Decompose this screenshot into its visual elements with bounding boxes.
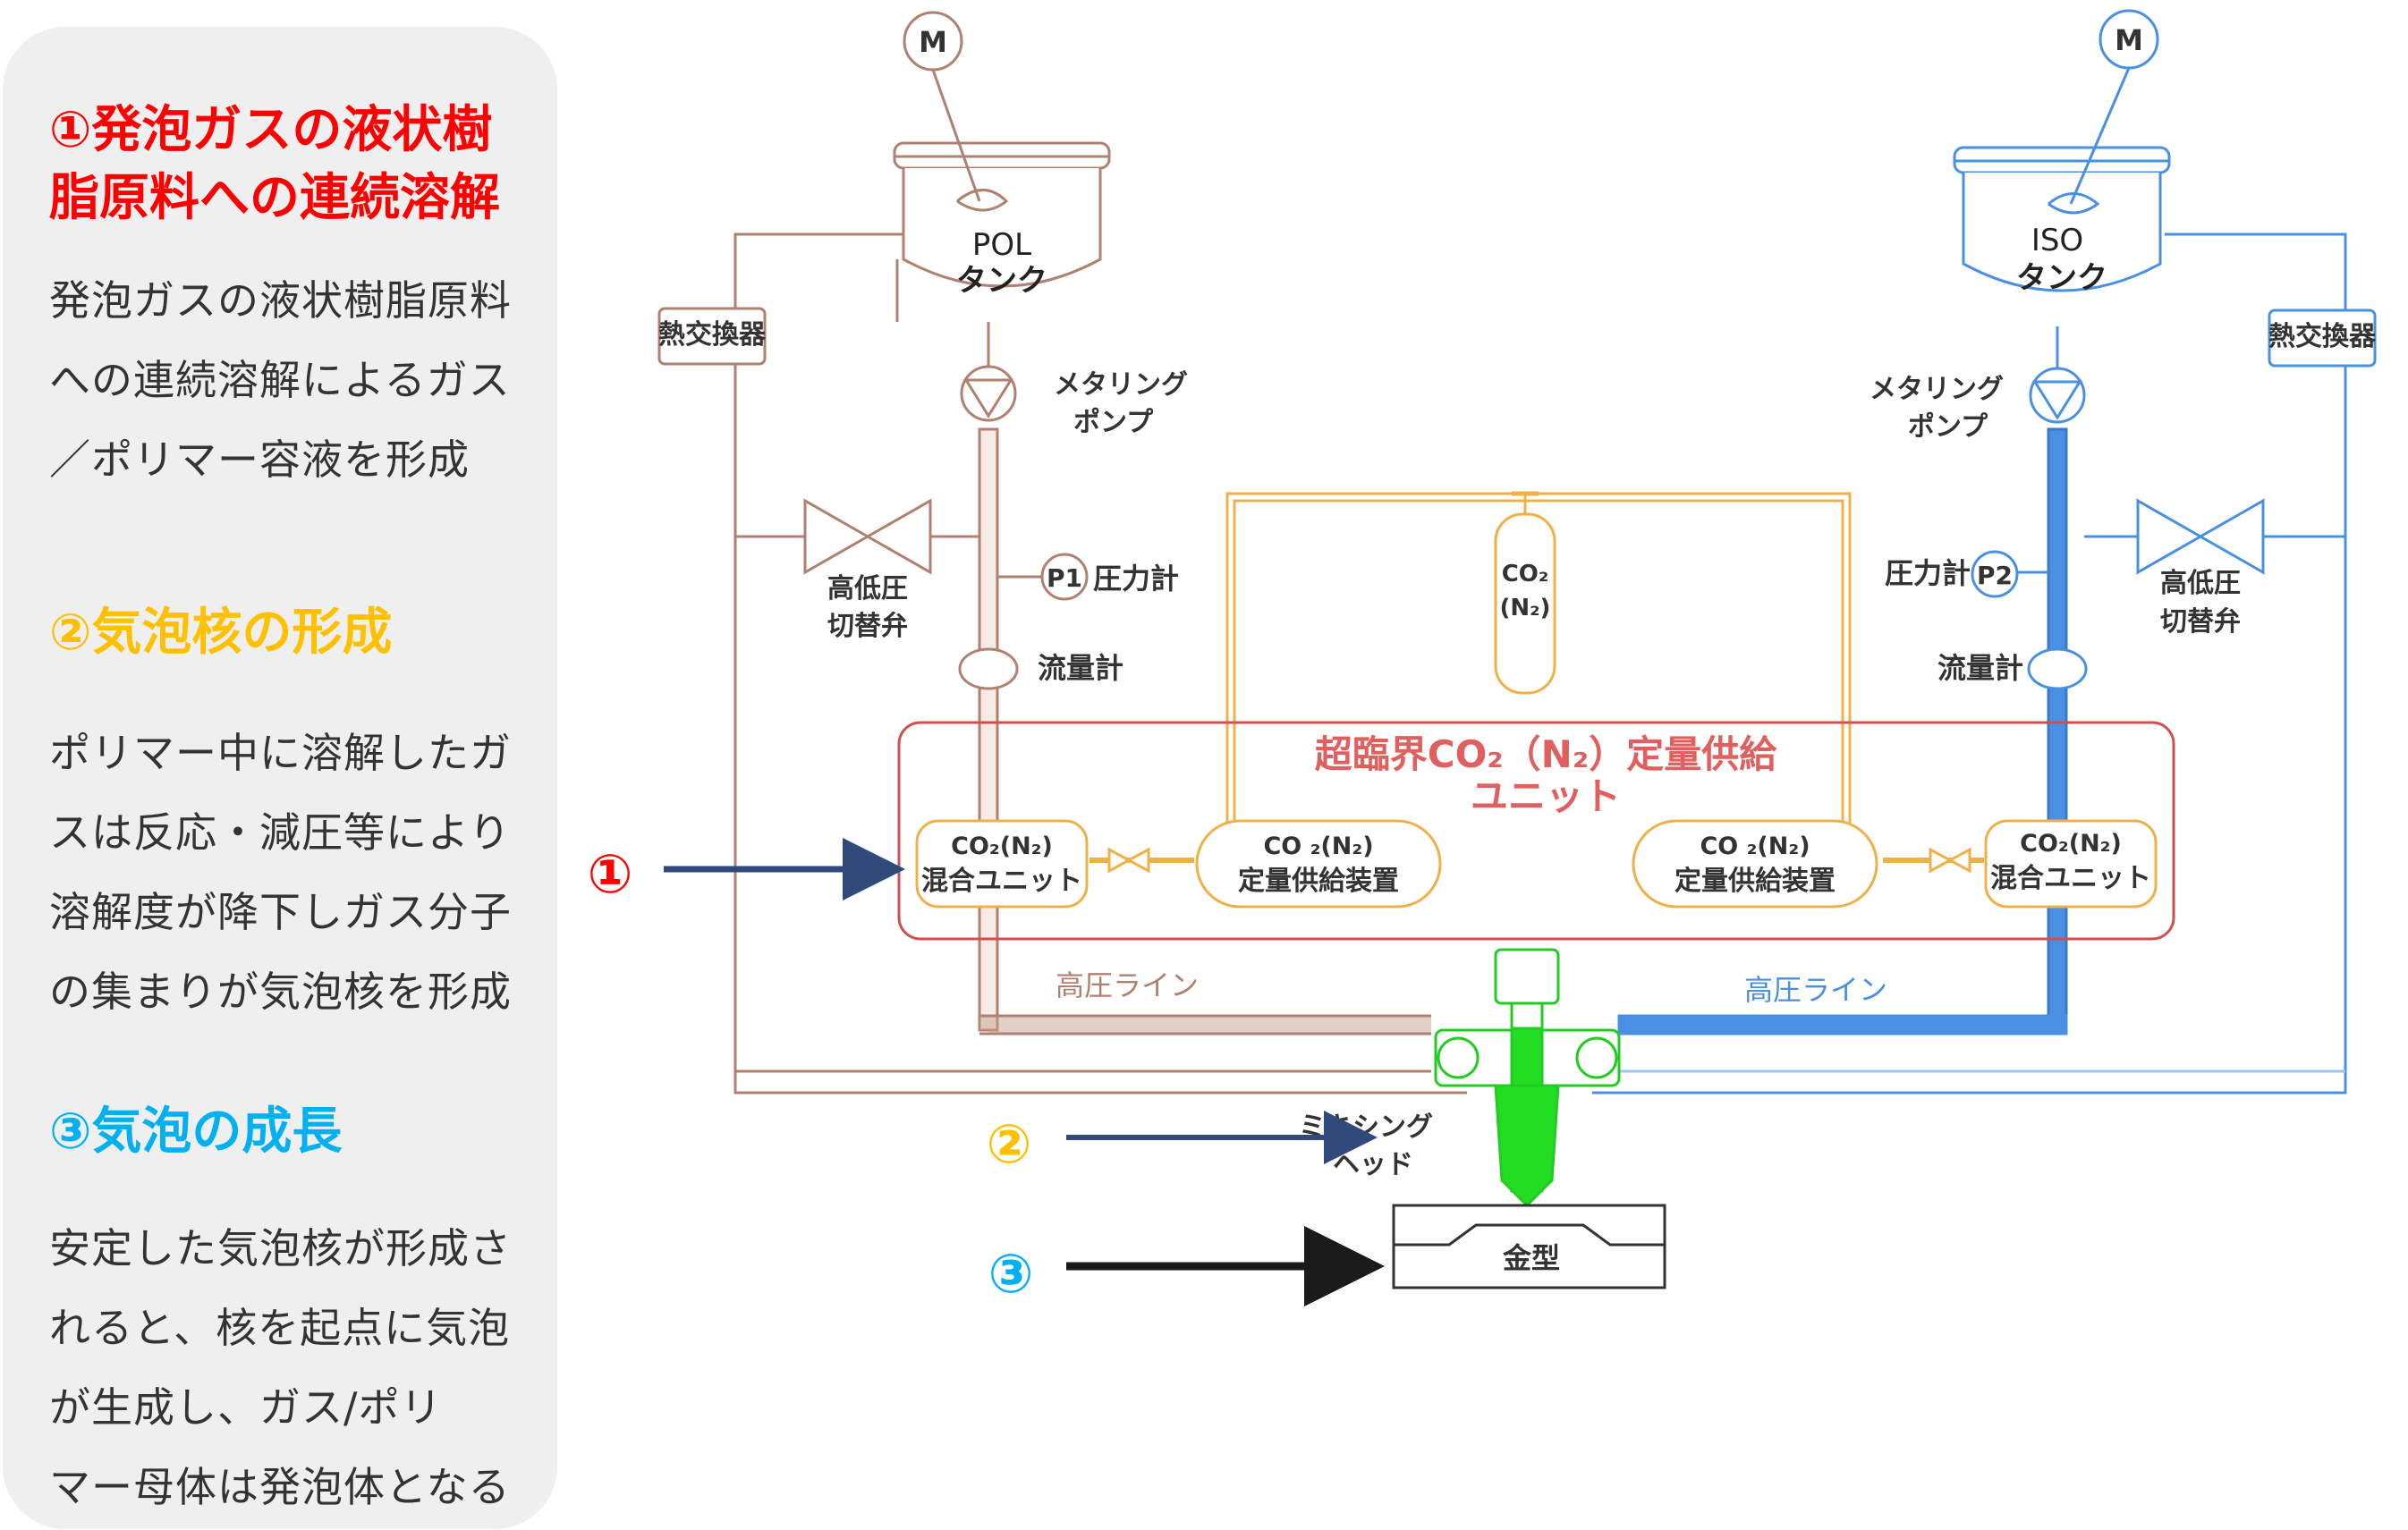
p2-label: P2	[1977, 561, 2013, 590]
pol-circuit	[657, 11, 1467, 1095]
iso-supply-device-label-1: CO ₂(N₂)	[1700, 833, 1810, 860]
mixing-head-label-2: ヘッド	[1333, 1149, 1413, 1180]
pol-tank-label-2: タンク	[956, 263, 1047, 299]
p1-label: P1	[1047, 563, 1082, 593]
mold	[1392, 1204, 1666, 1289]
iso-pump-label-2: ポンプ	[1908, 411, 1988, 443]
supercritical-unit-box	[897, 721, 2175, 941]
marker-3: ③	[988, 1243, 1034, 1306]
pol-pressure-gauge-label: 圧力計	[1093, 562, 1179, 596]
explanation-panel: ①発泡ガスの液状樹 脂原料への連続溶解 発泡ガスの液状樹脂原料 への連続溶解によ…	[3, 27, 557, 1529]
pol-tank-label-1: POL	[972, 227, 1031, 263]
unit-components	[915, 819, 2158, 909]
pol-valve-label-1: 高低圧	[827, 573, 908, 604]
section-2-title: ②気泡核の形成	[49, 604, 393, 662]
pol-heat-exchanger-label: 熱交換器	[658, 319, 767, 351]
iso-mixing-unit-label-1: CO₂(N₂)	[2020, 830, 2122, 858]
pol-valve-label-2: 切替弁	[827, 611, 908, 642]
section-1-body: 発泡ガスの液状樹脂原料 への連続溶解によるガス ／ポリマー容液を形成	[49, 276, 512, 484]
iso-heat-exchanger-label: 熱交換器	[2268, 321, 2377, 352]
iso-valve-label-1: 高低圧	[2160, 568, 2241, 599]
iso-motor-label: M	[2115, 23, 2143, 57]
section-3-title: ③気泡の成長	[49, 1103, 343, 1161]
pol-pump-label-1: メタリング	[1054, 369, 1188, 401]
iso-supply-device-label-2: 定量供給装置	[1675, 866, 1836, 897]
pol-flow-meter-label: 流量計	[1038, 651, 1123, 685]
unit-title-line-2: ユニット	[1471, 774, 1621, 818]
section-1-title: ①発泡ガスの液状樹 脂原料への連続溶解	[49, 101, 500, 227]
pol-motor-label: M	[919, 25, 947, 59]
mixing-head	[1434, 948, 1621, 1208]
unit-title-line-1: 超臨界CO₂（N₂）定量供給	[1315, 732, 1777, 776]
mold-label: 金型	[1502, 1241, 1560, 1275]
iso-pressure-gauge-label: 圧力計	[1885, 556, 1971, 590]
pol-mixing-unit-label-1: CO₂(N₂)	[951, 833, 1053, 860]
section-3-body: 安定した気泡核が形成さ れると、核を起点に気泡 が生成し、ガス/ポリ マー母体は…	[49, 1224, 512, 1511]
pol-supply-device-label-2: 定量供給装置	[1238, 866, 1399, 897]
marker-1: ①	[588, 843, 633, 906]
iso-pump-label-1: メタリング	[1870, 374, 2004, 405]
iso-tank-label-1: ISO	[2031, 223, 2083, 258]
co2-cylinder-label-1: CO₂	[1502, 561, 1549, 587]
pol-supply-device-label-1: CO ₂(N₂)	[1263, 833, 1373, 860]
iso-tank-label-2: タンク	[2016, 260, 2107, 296]
iso-mixing-unit-label-2: 混合ユニット	[1990, 863, 2151, 894]
iso-valve-label-2: 切替弁	[2160, 606, 2241, 638]
pol-high-pressure-label: 高圧ライン	[1056, 968, 1199, 1002]
iso-flow-meter-label: 流量計	[1937, 651, 2023, 685]
marker-2: ②	[987, 1113, 1032, 1176]
iso-circuit	[1592, 9, 2377, 1095]
section-2-body: ポリマー中に溶解したガ スは反応・減圧等により 溶解度が降下しガス分子 の集まり…	[49, 729, 512, 1016]
iso-high-pressure-label: 高圧ライン	[1744, 973, 1887, 1007]
co2-cylinder-label-2: (N₂)	[1500, 595, 1551, 621]
pol-pump-label-2: ポンプ	[1073, 407, 1154, 438]
pol-mixing-unit-label-2: 混合ユニット	[921, 866, 1082, 897]
co2-supply-lines	[1090, 491, 1984, 874]
